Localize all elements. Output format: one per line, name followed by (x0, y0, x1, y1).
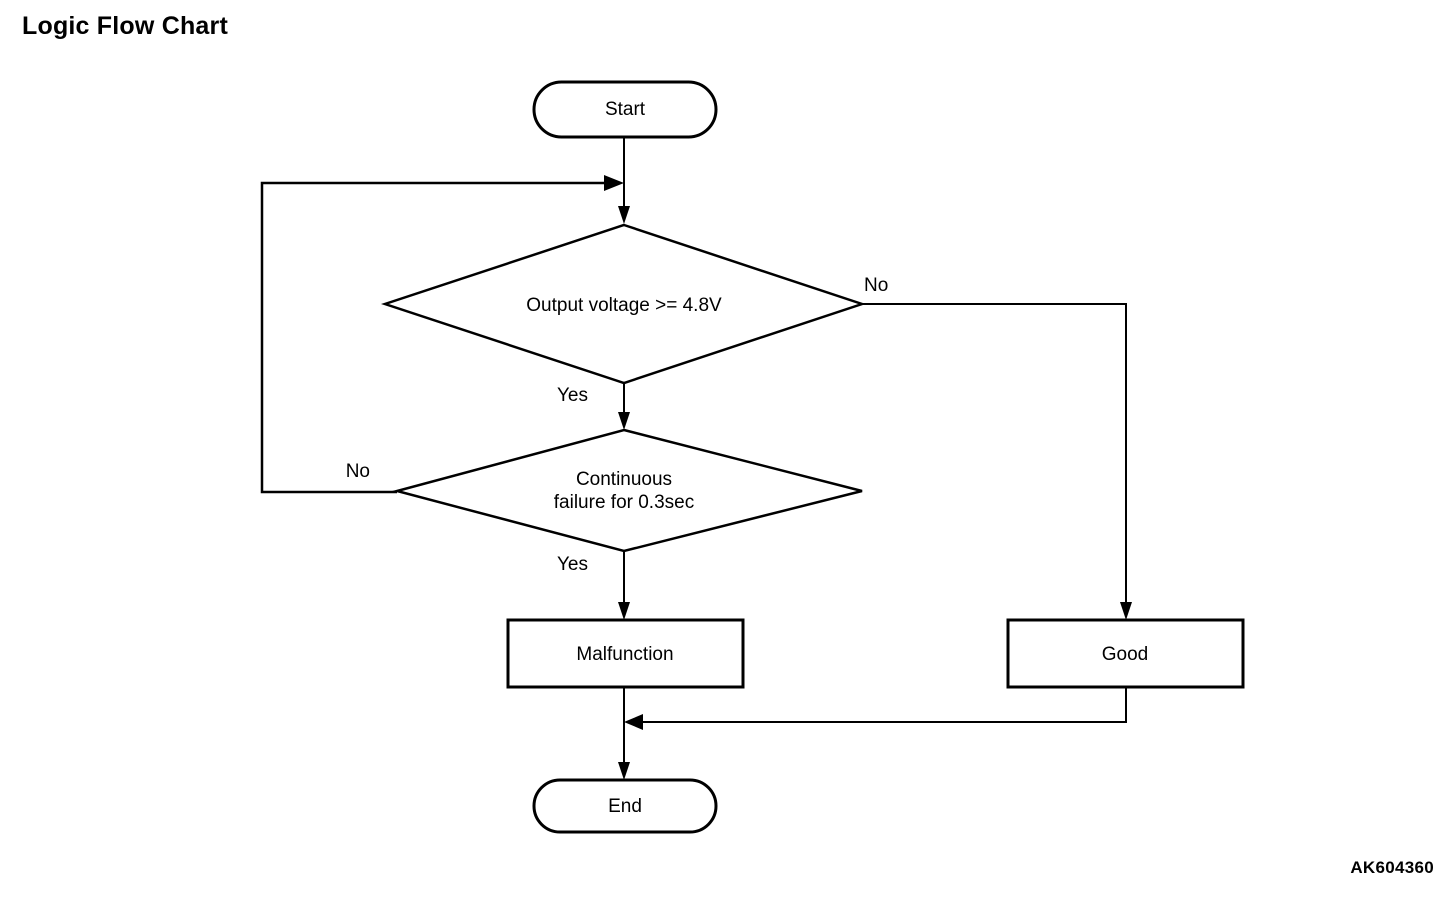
edge-decision1-no-arrowhead (1120, 602, 1132, 620)
edge-decision2-no-loopback (260, 181, 606, 494)
node-malfunction-label: Malfunction (576, 644, 673, 665)
edge-label-yes-decision1: Yes (557, 385, 588, 406)
reference-code: AK604360 (1350, 858, 1434, 877)
node-decision1-label: Output voltage >= 4.8V (526, 295, 722, 316)
node-malfunction[interactable]: Malfunction (506, 618, 745, 689)
node-decision2-label-line2: failure for 0.3sec (554, 492, 694, 513)
edge-good-merge-arrowhead (624, 714, 643, 730)
node-decision2-label-line1: Continuous (576, 469, 672, 490)
edge-label-yes-decision2: Yes (557, 554, 588, 575)
node-decision-output-voltage[interactable]: Output voltage >= 4.8V (381, 223, 866, 385)
node-start-label: Start (605, 99, 646, 120)
node-good[interactable]: Good (1006, 618, 1245, 689)
node-good-label: Good (1102, 644, 1148, 665)
edge-end-arrowhead (618, 762, 630, 780)
edge-decision2-yes-arrowhead (618, 602, 630, 620)
edge-start-to-decision1-arrowhead (618, 206, 630, 224)
edge-label-no-decision2: No (346, 461, 370, 482)
edge-decision1-yes-arrowhead (618, 412, 630, 430)
node-start[interactable]: Start (532, 80, 718, 139)
node-decision-continuous-failure[interactable]: Continuous failure for 0.3sec (392, 428, 863, 553)
edge-loopback-arrowhead (604, 175, 624, 191)
edge-good-to-end (641, 687, 1127, 723)
page-title: Logic Flow Chart (22, 12, 228, 40)
node-end-label: End (608, 796, 642, 817)
node-end[interactable]: End (532, 778, 718, 834)
edge-label-no-decision1: No (864, 275, 888, 296)
edge-decision1-no (862, 303, 1127, 604)
